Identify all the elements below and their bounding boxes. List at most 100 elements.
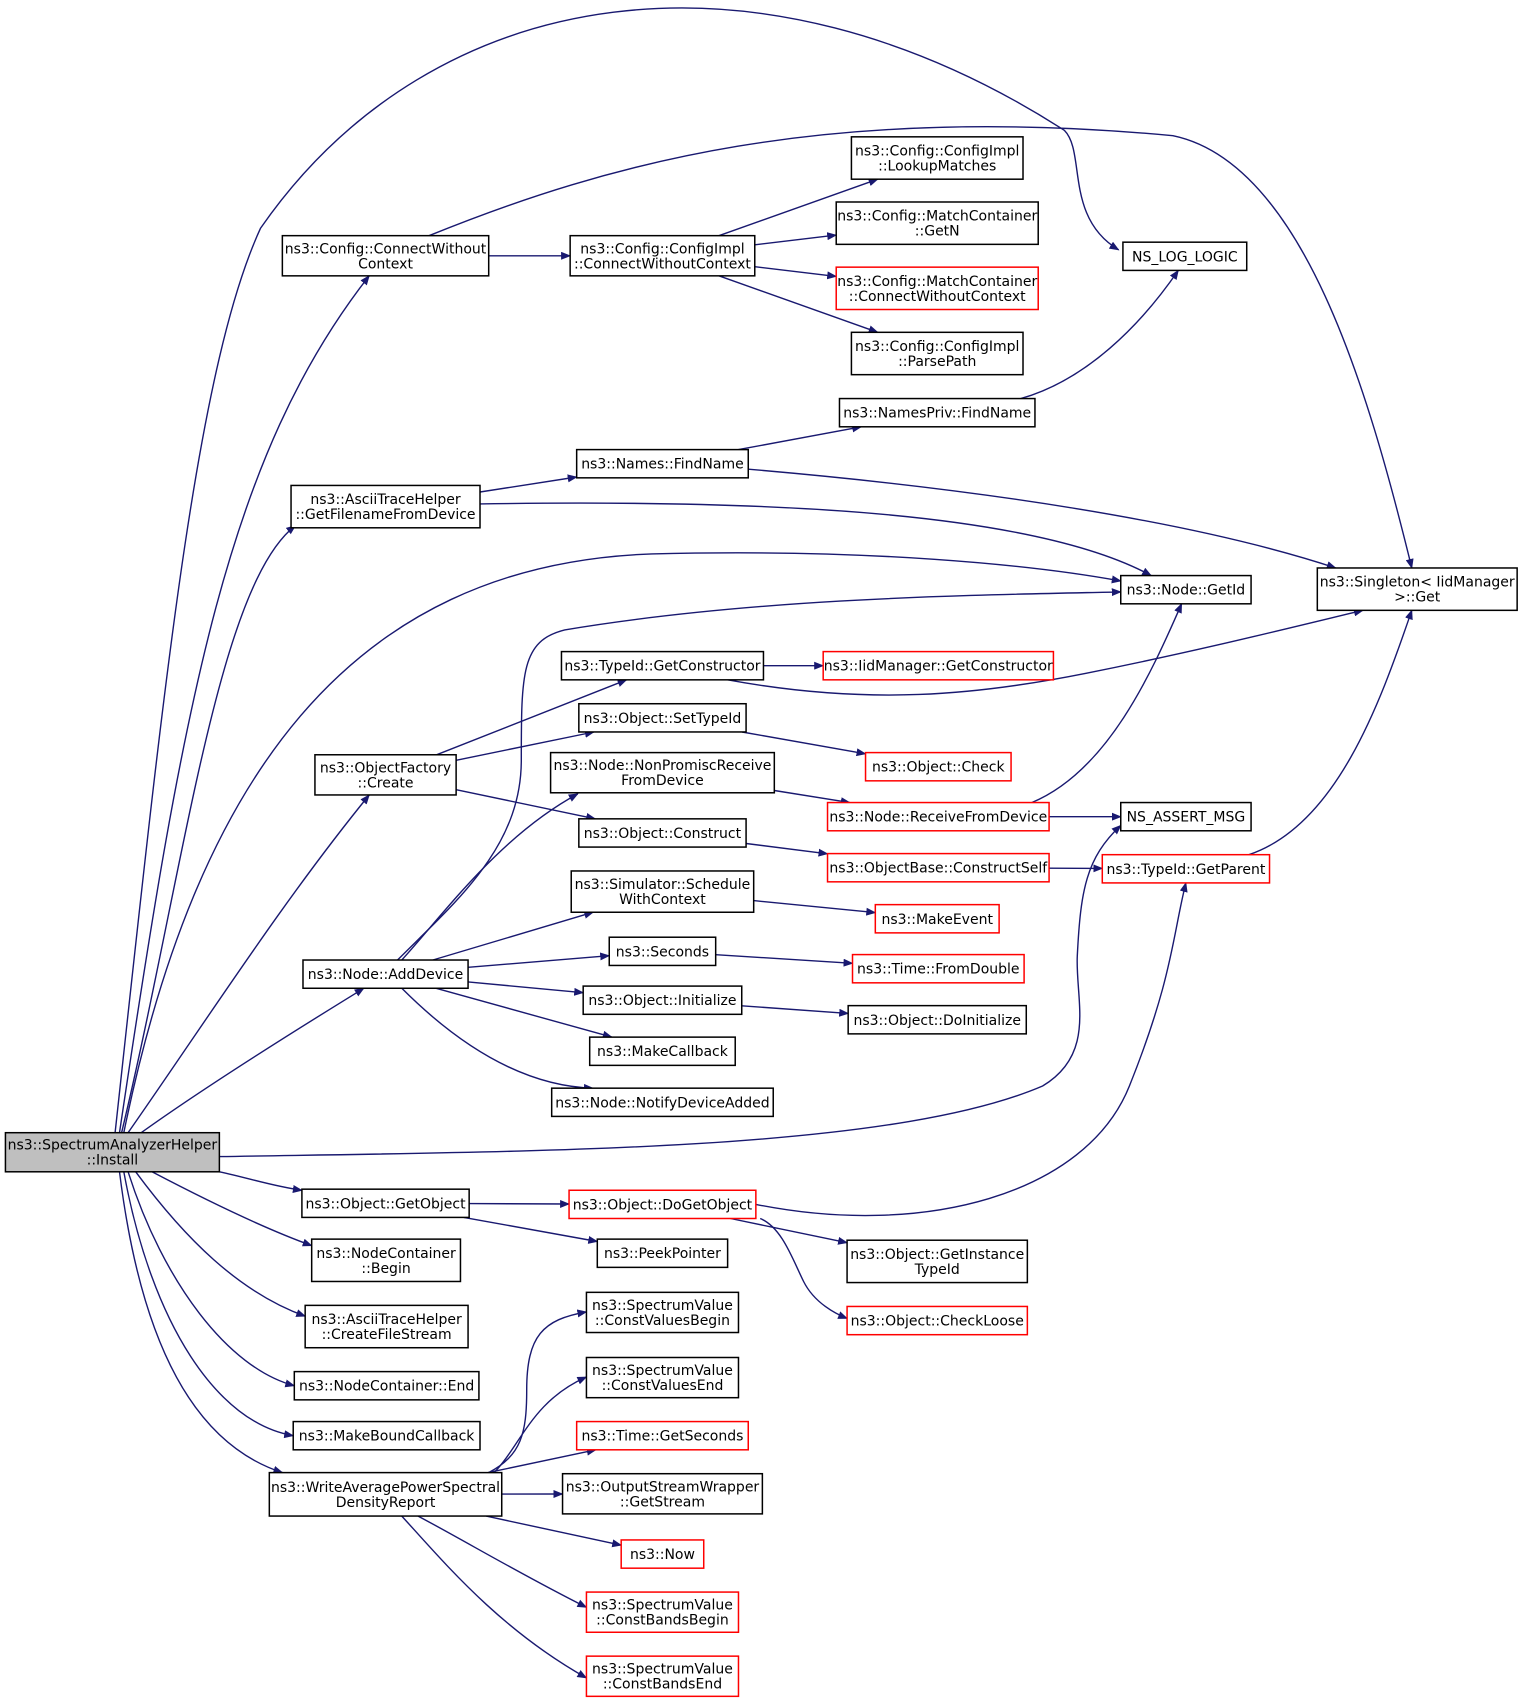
node-label: ::GetN: [915, 224, 960, 240]
node-iid-gc[interactable]: ns3::IidManager::GetConstructor: [822, 650, 1055, 681]
node-label: ns3::PeekPointer: [604, 1246, 721, 1262]
node-box: [1120, 801, 1252, 832]
node-wapsd[interactable]: ns3::WriteAveragePowerSpectralDensityRep…: [268, 1471, 503, 1517]
node-names-fn[interactable]: ns3::Names::FindName: [575, 448, 750, 479]
node-ns-log[interactable]: NS_LOG_LOGIC: [1122, 241, 1248, 272]
node-node-rfd[interactable]: ns3::Node::ReceiveFromDevice: [826, 801, 1050, 832]
node-label: ns3::Object::CheckLoose: [851, 1314, 1024, 1330]
node-label: ns3::IidManager::GetConstructor: [824, 659, 1053, 675]
node-tid-gc[interactable]: ns3::TypeId::GetConstructor: [560, 650, 765, 681]
node-box: [575, 448, 750, 479]
node-now[interactable]: ns3::Now: [620, 1539, 705, 1569]
node-makeevent[interactable]: ns3::MakeEvent: [874, 903, 1000, 934]
node-adddev[interactable]: ns3::Node::AddDevice: [302, 959, 469, 990]
node-label: ns3::WriteAveragePowerSpectral: [271, 1480, 500, 1496]
node-objfact[interactable]: ns3::ObjectFactory::Create: [314, 754, 457, 796]
node-label: TypeId: [914, 1262, 960, 1278]
node-label: ns3::Config::ConfigImpl: [855, 339, 1019, 355]
node-obj-construct[interactable]: ns3::Object::Construct: [578, 818, 747, 848]
node-obj-cl[interactable]: ns3::Object::CheckLoose: [846, 1305, 1029, 1336]
node-box: [304, 1304, 469, 1349]
node-ci-cwc[interactable]: ns3::Config::ConfigImpl::ConnectWithoutC…: [569, 234, 756, 277]
node-label: ns3::Names::FindName: [581, 457, 744, 473]
node-label: ns3::Node::NonPromiscReceive: [553, 758, 771, 774]
node-time-gs[interactable]: ns3::Time::GetSeconds: [575, 1420, 750, 1451]
node-label: ns3::Object::GetInstance: [850, 1247, 1024, 1263]
node-tid-gp[interactable]: ns3::TypeId::GetParent: [1101, 853, 1271, 884]
node-obj-check[interactable]: ns3::Object::Check: [864, 751, 1012, 782]
edge-adddev-to-node_nda: [401, 987, 594, 1092]
node-label: ::GetStream: [620, 1494, 705, 1510]
node-label: ns3::Config::ConfigImpl: [580, 241, 744, 257]
edge-install-to-ns_assert: [219, 824, 1122, 1158]
node-label: WithContext: [619, 892, 706, 908]
edge-obj_dgo-to-obj_git: [730, 1217, 849, 1245]
node-ob-cs[interactable]: ns3::ObjectBase::ConstructSelf: [826, 852, 1050, 883]
node-obj-init[interactable]: ns3::Object::Initialize: [582, 985, 743, 1016]
node-install[interactable]: ns3::SpectrumAnalyzerHelper::Install: [4, 1131, 221, 1173]
node-getobj[interactable]: ns3::Object::GetObject: [301, 1188, 470, 1219]
node-mbc[interactable]: ns3::MakeBoundCallback: [292, 1420, 481, 1451]
edge-adddev-to-node_getid: [397, 588, 1122, 961]
node-peekptr[interactable]: ns3::PeekPointer: [596, 1238, 729, 1269]
node-ascii-cfs[interactable]: ns3::AsciiTraceHelper::CreateFileStream: [304, 1304, 469, 1349]
edge-node_rfd-to-node_getid: [1031, 602, 1183, 804]
node-nc-begin[interactable]: ns3::NodeContainer::Begin: [310, 1238, 462, 1283]
edge-getobj-to-peekptr: [463, 1216, 599, 1244]
node-label: ns3::Config::ConfigImpl: [855, 144, 1019, 160]
node-mc-getn[interactable]: ns3::Config::MatchContainer::GetN: [835, 201, 1039, 246]
node-ns-assert[interactable]: NS_ASSERT_MSG: [1120, 801, 1252, 832]
node-label: ::ConstBandsBegin: [596, 1613, 729, 1629]
node-sv-cbe[interactable]: ns3::SpectrumValue::ConstBandsEnd: [585, 1655, 740, 1698]
node-obj-dgo[interactable]: ns3::Object::DoGetObject: [568, 1189, 757, 1220]
node-label: ns3::Config::MatchContainer: [837, 209, 1037, 225]
node-label: ns3::SpectrumValue: [592, 1662, 733, 1678]
node-box: [301, 1188, 470, 1219]
edge-obj_settid-to-obj_check: [741, 731, 867, 757]
node-sv-cbb[interactable]: ns3::SpectrumValue::ConstBandsBegin: [585, 1591, 740, 1634]
node-label: ns3::Object::GetObject: [305, 1196, 466, 1212]
edge-install-to-objfact: [127, 794, 370, 1134]
node-seconds[interactable]: ns3::Seconds: [608, 936, 717, 967]
node-node-getid[interactable]: ns3::Node::GetId: [1120, 574, 1252, 605]
edge-objfact-to-tid_gc: [436, 679, 628, 756]
edge-install-to-getobj: [219, 1171, 303, 1193]
node-box: [620, 1539, 705, 1569]
node-ascii-fn[interactable]: ns3::AsciiTraceHelper::GetFilenameFromDe…: [290, 484, 481, 529]
node-box: [570, 870, 755, 913]
node-mc-cwc[interactable]: ns3::Config::MatchContainer::ConnectWith…: [835, 266, 1039, 311]
edge-node_nprfd-to-node_rfd: [774, 789, 851, 806]
node-time-fd[interactable]: ns3::Time::FromDouble: [851, 953, 1025, 984]
node-sv-cvb[interactable]: ns3::SpectrumValue::ConstValuesBegin: [585, 1291, 740, 1334]
node-box: [596, 1238, 729, 1269]
node-ci-pp[interactable]: ns3::Config::ConfigImpl::ParsePath: [850, 331, 1024, 376]
node-box: [835, 201, 1039, 246]
edge-sim_swc-to-makeevent: [753, 899, 877, 916]
node-osw-gs[interactable]: ns3::OutputStreamWrapper::GetStream: [561, 1472, 764, 1515]
edge-wapsd-to-time_gs: [487, 1447, 597, 1474]
node-nc-end[interactable]: ns3::NodeContainer::End: [293, 1370, 480, 1401]
edge-adddev-to-node_nprfd: [401, 793, 579, 961]
node-box: [4, 1131, 221, 1173]
node-box: [575, 1420, 750, 1451]
node-sv-cve[interactable]: ns3::SpectrumValue::ConstValuesEnd: [585, 1356, 740, 1399]
node-label: ::ConstValuesEnd: [602, 1378, 724, 1394]
node-box: [281, 234, 490, 277]
node-cwc[interactable]: ns3::Config::ConnectWithoutContext: [281, 234, 490, 277]
node-obj-settid[interactable]: ns3::Object::SetTypeId: [578, 702, 747, 733]
node-label: ns3::Now: [630, 1547, 695, 1563]
node-obj-doinit[interactable]: ns3::Object::DoInitialize: [847, 1004, 1028, 1035]
node-np-fn[interactable]: ns3::NamesPriv::FindName: [838, 397, 1036, 428]
node-box: [578, 702, 747, 733]
node-label: ns3::Object::Construct: [584, 826, 742, 842]
node-node-nda[interactable]: ns3::Node::NotifyDeviceAdded: [550, 1087, 774, 1118]
node-makecb[interactable]: ns3::MakeCallback: [588, 1036, 736, 1067]
node-ci-lm[interactable]: ns3::Config::ConfigImpl::LookupMatches: [850, 136, 1024, 180]
node-singleton[interactable]: ns3::Singleton< IidManager>::Get: [1316, 567, 1518, 612]
node-label: ns3::MakeCallback: [597, 1044, 729, 1060]
node-label: ::Install: [87, 1153, 139, 1169]
